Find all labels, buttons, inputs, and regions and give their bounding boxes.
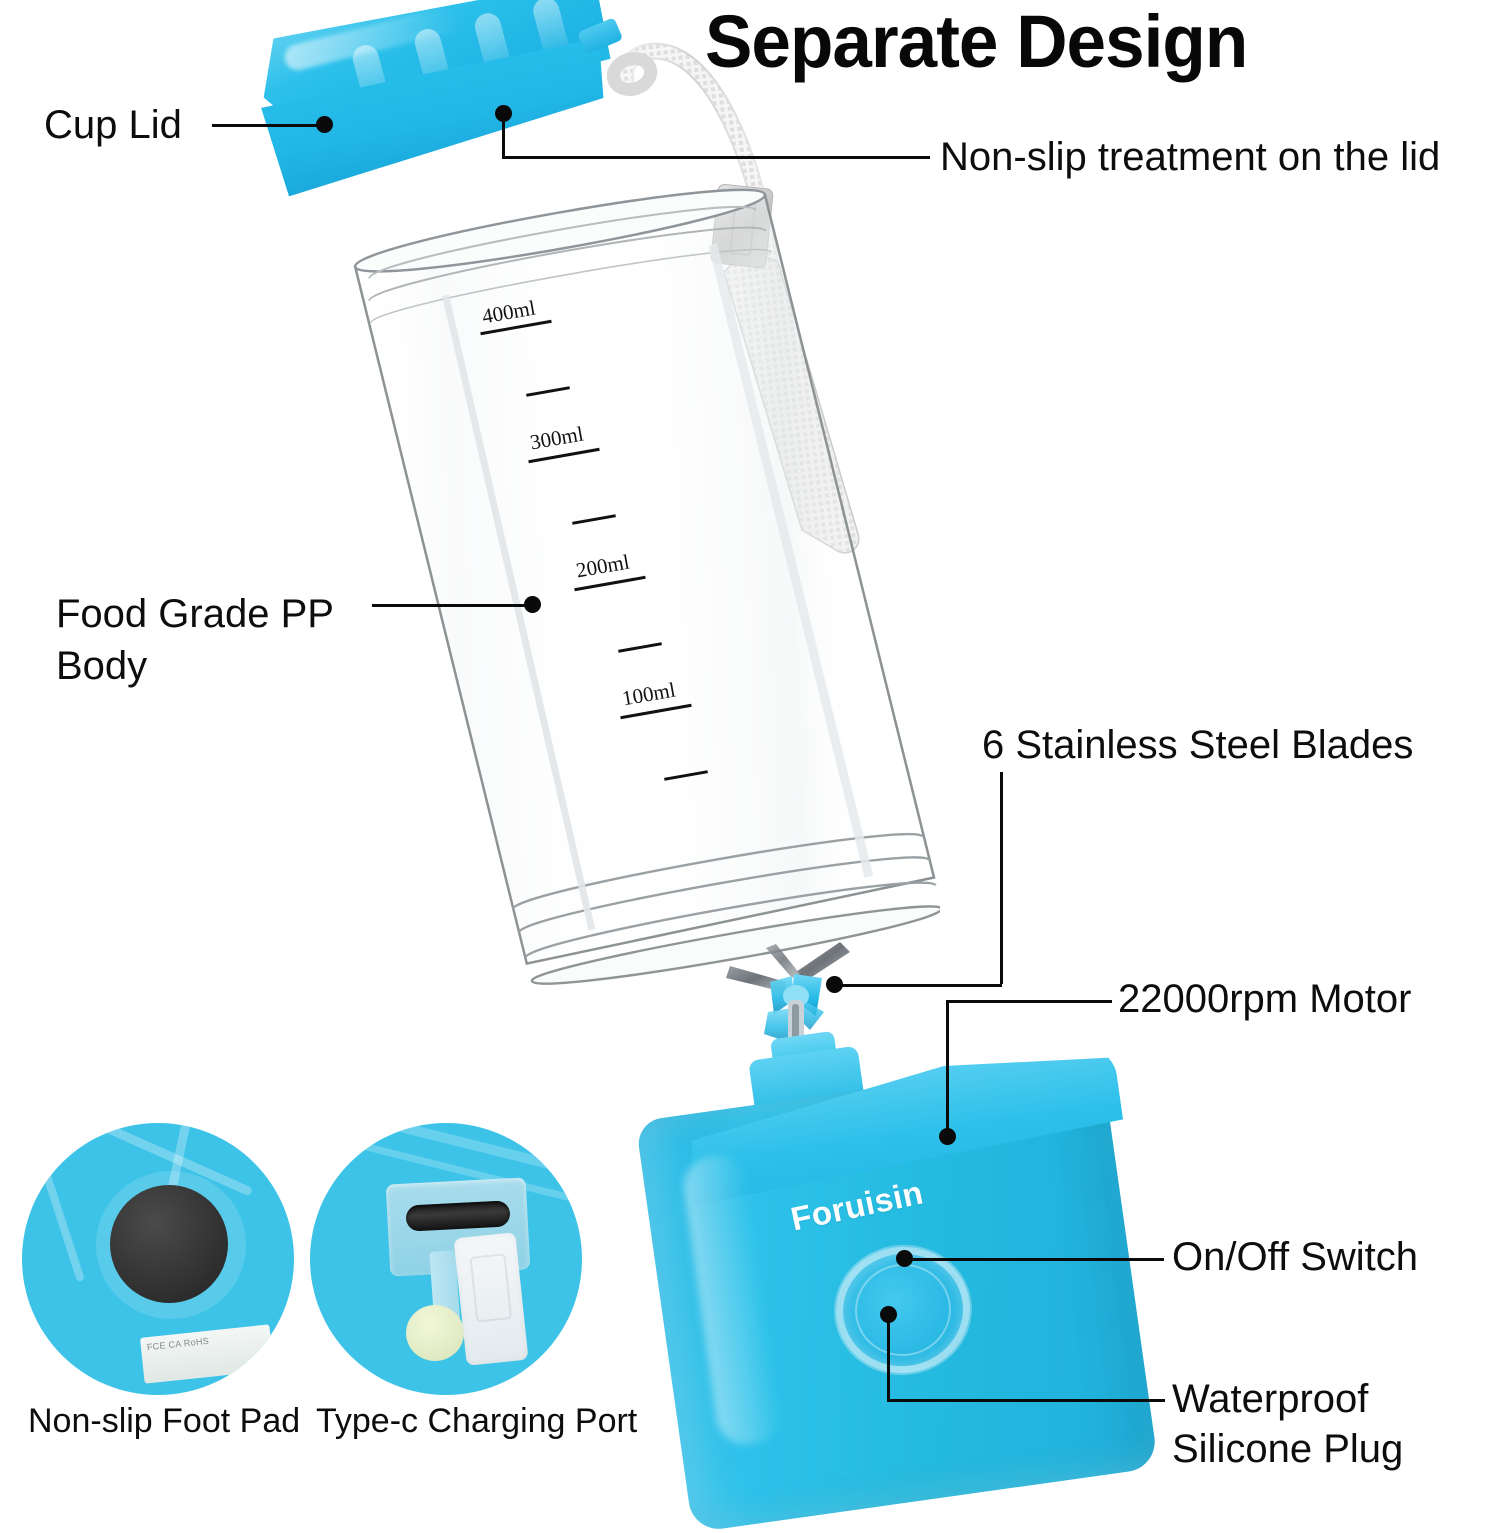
inset-caption-charging-port: Type-c Charging Port (316, 1402, 638, 1440)
foot-pad-photo: FCE CA RoHS (22, 1123, 294, 1395)
leader-dot-body (524, 596, 541, 613)
leader-line-blades-h (838, 984, 1002, 987)
leader-dot-blades (826, 976, 843, 993)
leader-dot-motor (939, 1128, 956, 1145)
rubber-foot-pad (110, 1185, 228, 1303)
leader-line-non-slip-lid-v (502, 118, 505, 158)
leader-line-body (372, 604, 530, 607)
silicone-plug-knob (406, 1305, 464, 1361)
callout-non-slip-lid: Non-slip treatment on the lid (940, 135, 1441, 179)
callout-food-grade-pp-body: Food Grade PP Body (56, 588, 396, 692)
motor-base-illustration: Foruisin (635, 1030, 1185, 1533)
callout-plug-line1: Waterproof (1172, 1377, 1369, 1421)
callout-plug-line2: Silicone Plug (1172, 1427, 1404, 1471)
leader-line-motor-h (946, 1000, 1112, 1003)
inset-caption-foot-pad: Non-slip Foot Pad (28, 1402, 301, 1440)
infographic-canvas: Separate Design (0, 0, 1487, 1500)
base-ridge (37, 1155, 85, 1283)
leader-line-switch (906, 1258, 1164, 1261)
leader-line-plug-v (887, 1318, 890, 1402)
leader-line-plug-h (887, 1399, 1165, 1402)
callout-waterproof-silicone-plug: Waterproof Silicone Plug (1172, 1374, 1472, 1474)
leader-line-non-slip-lid-h (502, 156, 930, 159)
usb-c-photo (310, 1123, 582, 1395)
inset-type-c-charging-port (310, 1123, 582, 1395)
silicone-plug-flap (453, 1232, 529, 1366)
usb-c-port-icon (405, 1200, 511, 1232)
leader-dot-plug (880, 1306, 897, 1323)
callout-blades: 6 Stainless Steel Blades (982, 723, 1414, 767)
callout-on-off-switch: On/Off Switch (1172, 1235, 1419, 1279)
callout-body-line1: Food Grade PP (56, 592, 334, 636)
leader-line-motor-v (946, 1000, 949, 1136)
leader-dot-non-slip-lid (495, 105, 512, 122)
leader-dot-switch (896, 1250, 913, 1267)
inset-non-slip-foot-pad: FCE CA RoHS (22, 1123, 294, 1395)
leader-dot-cup-lid (316, 116, 333, 133)
callout-cup-lid: Cup Lid (44, 103, 182, 147)
bottle-outline (353, 188, 940, 985)
leader-line-cup-lid (212, 124, 324, 127)
page-title: Separate Design (705, 0, 1248, 83)
leader-line-blades-v (1000, 772, 1003, 984)
callout-motor: 22000rpm Motor (1118, 977, 1412, 1021)
certification-label-text: FCE CA RoHS (146, 1335, 210, 1353)
callout-body-line2: Body (56, 644, 148, 688)
bottle-body-illustration: 400ml 300ml 200ml 100ml (320, 178, 940, 1008)
certification-label: FCE CA RoHS (139, 1324, 275, 1384)
